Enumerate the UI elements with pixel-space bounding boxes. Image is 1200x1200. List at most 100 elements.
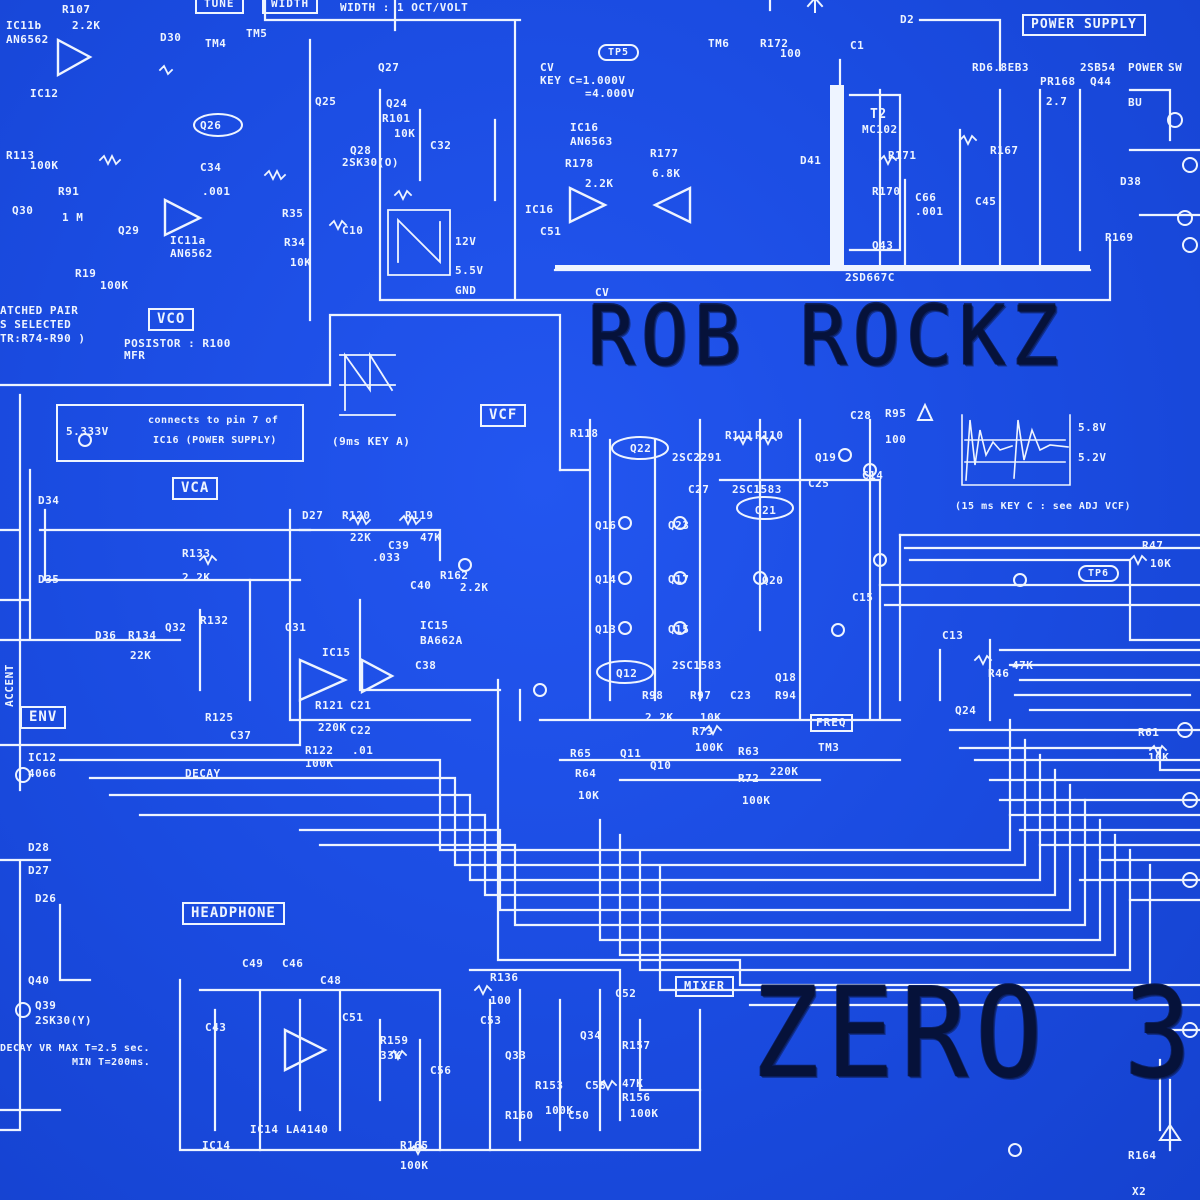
component-label: R169 [1105, 231, 1134, 244]
scope-12v: 12V [455, 235, 477, 248]
component-label: T2 [870, 107, 887, 122]
component-label: AN6562 [6, 33, 49, 46]
component-label: Q27 [378, 61, 400, 74]
component-label: IC14 [202, 1139, 231, 1152]
test-point-tp6: TP6 [1078, 565, 1120, 582]
component-label: R164 [1128, 1149, 1157, 1162]
component-label: Q13 [595, 623, 617, 636]
component-label: Q20 [762, 574, 784, 587]
component-label: TM6 [708, 37, 730, 50]
component-label: R19 [75, 267, 97, 280]
bus-lines-right [878, 533, 1200, 902]
component-label: R132 [200, 614, 229, 627]
component-label: IC16 [525, 203, 554, 216]
component-label: IC14 LA4140 [250, 1123, 329, 1136]
section-vco: VCO [148, 308, 195, 332]
component-label: IC12 [28, 751, 57, 764]
width-spec: WIDTH : 1 OCT/VOLT [340, 1, 469, 14]
component-label: Q30 [12, 204, 34, 217]
component-label: R136 [490, 971, 519, 984]
component-label: R177 [650, 147, 679, 160]
matched-pair-note-2: S SELECTED [0, 318, 72, 331]
component-label: R110 [755, 429, 784, 442]
component-label: R159 [380, 1034, 409, 1047]
scope-note-c: (15 ms KEY C : see ADJ VCF) [955, 501, 1132, 512]
decay-note-1: DECAY VR MAX T=2.5 sec. [0, 1043, 150, 1054]
section-vca: VCA [172, 477, 219, 501]
component-label: Q24 [386, 97, 408, 110]
posistor-note-1: POSISTOR : R100 [124, 337, 231, 350]
component-label: C53 [480, 1014, 502, 1027]
component-label: 1 M [62, 211, 84, 224]
component-label: Q33 [505, 1049, 527, 1062]
component-label: Q39 [35, 999, 57, 1012]
top-section-lines [263, 0, 1200, 322]
component-label: RD6.8EB3 [972, 61, 1029, 74]
component-label: 10K [1150, 557, 1172, 570]
component-label: .033 [372, 551, 401, 564]
component-label: D35 [38, 573, 60, 586]
component-label: 4066 [28, 767, 57, 780]
component-label: R107 [62, 3, 91, 16]
connection-arrows [806, 0, 1182, 1141]
component-label: D38 [1120, 175, 1142, 188]
component-label: Q40 [28, 974, 50, 987]
component-label: 47K [622, 1077, 644, 1090]
component-label: C58 [585, 1079, 607, 1092]
component-label: Q15 [668, 623, 690, 636]
component-label: AN6563 [570, 135, 613, 148]
component-label: R95 [885, 407, 907, 420]
supply-voltage: 5.333V [66, 425, 109, 438]
lower-section-lines [198, 968, 702, 1152]
scope-5-8v: 5.8V [1078, 421, 1107, 434]
component-label: R65 [570, 747, 592, 760]
matched-pair-note-1: ATCHED PAIR [0, 304, 79, 317]
component-label: R134 [128, 629, 157, 642]
component-label: Q14 [595, 573, 617, 586]
component-label: C28 [850, 409, 872, 422]
cv-key-note-2: =4.000V [585, 87, 635, 100]
opamp-symbols [56, 38, 692, 1072]
component-label: C37 [230, 729, 252, 742]
component-label: C49 [242, 957, 264, 970]
component-label: Q21 [755, 504, 777, 517]
section-mixer: MIXER [675, 976, 735, 998]
component-label: 33K [380, 1049, 402, 1062]
component-label: .001 [915, 205, 944, 218]
component-label: 100 [885, 433, 907, 446]
component-label: Q28 [350, 144, 372, 157]
component-label: Q44 [1090, 75, 1112, 88]
component-label: TM4 [205, 37, 227, 50]
album-title: ZERO 3 [752, 962, 1199, 1106]
component-label: 6.8K [652, 167, 681, 180]
component-label: R63 [738, 745, 760, 758]
component-label: 47K [1012, 659, 1034, 672]
component-label: TM5 [246, 27, 268, 40]
scope-waveform-a [339, 209, 451, 416]
cv-key-note-1: KEY C=1.000V [540, 74, 626, 87]
section-tune: TUNE [195, 0, 244, 15]
component-label: Q22 [630, 442, 652, 455]
component-label: C56 [430, 1064, 452, 1077]
component-label: C51 [540, 225, 562, 238]
component-label: 2SK30(Y) [35, 1014, 92, 1027]
component-label: 22K [130, 649, 152, 662]
component-label: 2SC2291 [672, 451, 722, 464]
component-label: R98 [642, 689, 664, 702]
component-label: R91 [58, 185, 80, 198]
component-label: IC15 [420, 619, 449, 632]
scope-gnd: GND [455, 284, 477, 297]
component-label: 10K [290, 256, 312, 269]
component-label: R156 [622, 1091, 651, 1104]
component-label: Q10 [650, 759, 672, 772]
component-label: 100 [780, 47, 802, 60]
power-rail [555, 265, 1090, 271]
supply-note-line-1: connects to pin 7 of [148, 415, 279, 426]
component-label: 100K [305, 757, 334, 770]
transformer-t2 [830, 85, 902, 270]
component-label: R171 [888, 149, 917, 162]
component-label: C22 [350, 724, 372, 737]
decay-label: DECAY [185, 767, 221, 780]
component-label: C48 [320, 974, 342, 987]
component-label: 2SD667C [845, 271, 895, 284]
